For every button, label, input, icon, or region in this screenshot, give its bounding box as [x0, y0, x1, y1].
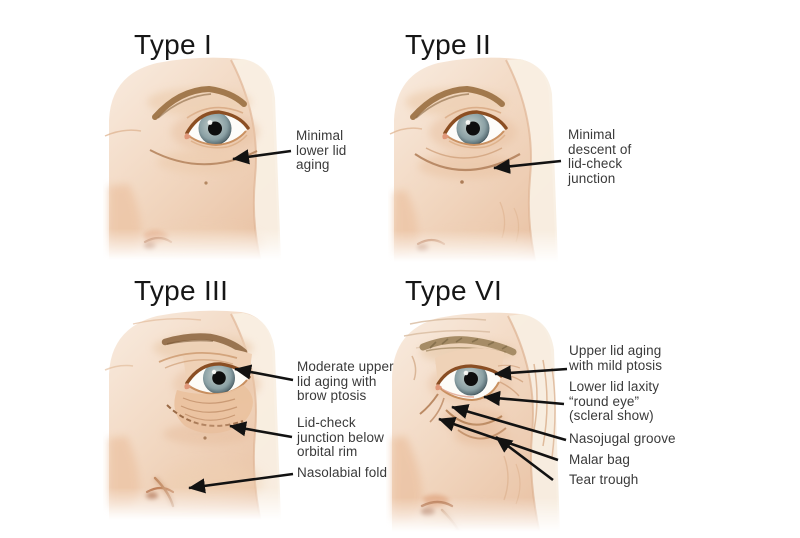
label-line: junction — [568, 170, 616, 186]
label-line: lid-check — [568, 156, 623, 172]
face-illustration-type-vi — [392, 312, 560, 534]
panel-title-type-iii: Type III — [134, 275, 229, 306]
label-lower-lid-laxity-round-eye-scleral-show: Lower lid laxity “round eye” (scleral sh… — [569, 379, 660, 424]
panel-title-type-i: Type I — [134, 29, 213, 60]
arrow-nasolabial-fold — [188, 472, 294, 494]
face-illustration-type-ii — [389, 57, 558, 264]
label-line: (scleral show) — [569, 408, 654, 424]
label-line: Lower lid laxity — [569, 379, 660, 394]
label-nasolabial-fold: Nasolabial fold — [297, 465, 388, 481]
label-line: lid aging with — [297, 373, 377, 389]
label-line: Lid-check — [297, 415, 356, 430]
panel-title-type-ii: Type II — [405, 29, 492, 60]
label-line: Upper lid aging — [569, 343, 662, 358]
label-line: Minimal — [296, 128, 344, 143]
label-line: orbital rim — [297, 444, 358, 460]
label-line: Malar bag — [569, 452, 630, 467]
label-nasojugal-groove: Nasojugal groove — [569, 431, 676, 447]
label-line: Minimal — [568, 127, 616, 142]
label-line: brow ptosis — [297, 388, 367, 404]
panel-title-type-vi: Type VI — [405, 275, 503, 306]
label-line: lower lid — [296, 142, 347, 158]
label-minimal-lower-lid-aging: Minimal lower lid aging — [296, 128, 347, 173]
label-line: descent of — [568, 141, 632, 157]
label-line: junction below — [297, 429, 384, 445]
arrow-tear-trough — [495, 435, 554, 482]
label-line: Moderate upper — [297, 359, 394, 374]
arrow-minimal-lower-lid-aging — [232, 149, 292, 165]
arrow-nasojugal-groove — [451, 404, 567, 442]
label-line: Tear trough — [569, 472, 639, 487]
face-illustration-type-i — [104, 57, 281, 262]
label-upper-lid-aging-with-mild-ptosis: Upper lid aging with mild ptosis — [569, 343, 663, 373]
label-line: “round eye” — [569, 393, 640, 409]
label-line: Nasojugal groove — [569, 431, 676, 446]
label-moderate-upper-lid-aging: Moderate upper lid aging with brow ptosi… — [297, 359, 394, 404]
arrow-lid-check-junction-below-orbital-rim — [229, 421, 293, 439]
label-tear-trough: Tear trough — [569, 472, 639, 488]
arrow-upper-lid-aging-with-mild-ptosis — [494, 365, 568, 381]
label-line: aging — [296, 157, 330, 173]
label-minimal-descent-of-lid-check-junction: Minimal descent of lid-check junction — [568, 127, 632, 186]
arrow-minimal-descent-of-lid-check-junction — [493, 158, 562, 174]
label-line: Nasolabial fold — [297, 465, 388, 480]
label-lid-check-junction-below-orbital-rim: Lid-check junction below orbital rim — [297, 415, 384, 460]
arrow-lower-lid-laxity — [483, 390, 565, 406]
label-line: with mild ptosis — [569, 357, 663, 373]
arrow-moderate-upper-lid-aging — [234, 364, 294, 382]
label-malar-bag: Malar bag — [569, 452, 630, 468]
